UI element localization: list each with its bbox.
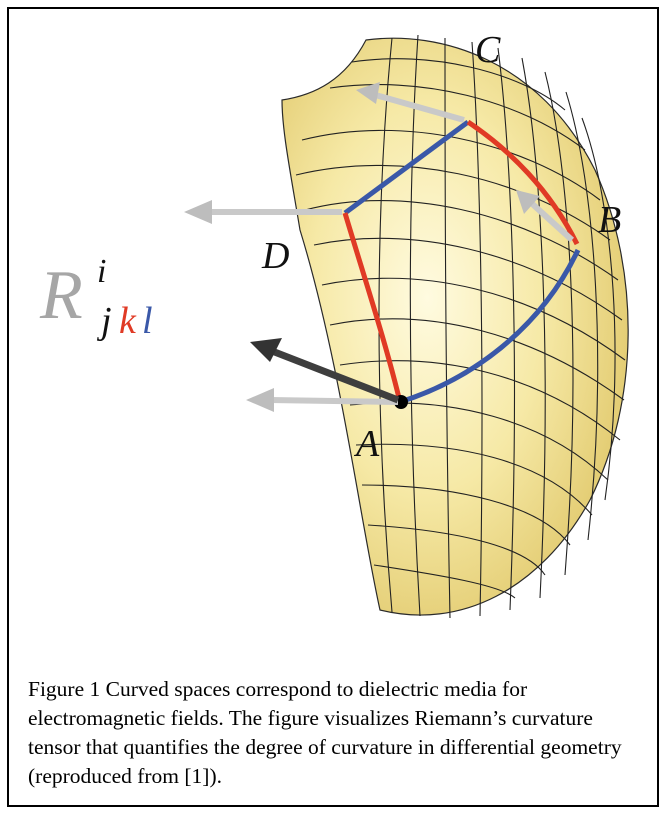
vector-at-a-dark — [250, 338, 400, 404]
path-blue-ab — [399, 248, 581, 405]
point-label-a: A — [353, 423, 380, 465]
point-label-c: C — [475, 29, 501, 71]
tensor-superscript: i — [97, 253, 106, 290]
vector-at-b — [516, 190, 575, 243]
sphere-surface — [281, 37, 629, 616]
tensor-sub-k: k — [119, 300, 137, 342]
path-red-cb — [466, 119, 580, 246]
point-label-b: B — [598, 199, 621, 241]
path-red-da — [342, 212, 403, 403]
grid-meridians — [378, 34, 616, 619]
point-label-d: D — [261, 235, 289, 277]
path-blue-dc — [343, 119, 470, 216]
tensor-sub-j: j — [96, 300, 112, 342]
tensor-base: R — [39, 257, 83, 334]
tensor-sub-l: l — [142, 300, 153, 342]
figure-caption: Figure 1 Curved spaces correspond to die… — [28, 677, 622, 788]
vector-at-a — [246, 388, 399, 412]
vector-at-c — [356, 82, 465, 123]
grid-lines — [295, 58, 626, 599]
vector-at-d — [184, 200, 342, 224]
